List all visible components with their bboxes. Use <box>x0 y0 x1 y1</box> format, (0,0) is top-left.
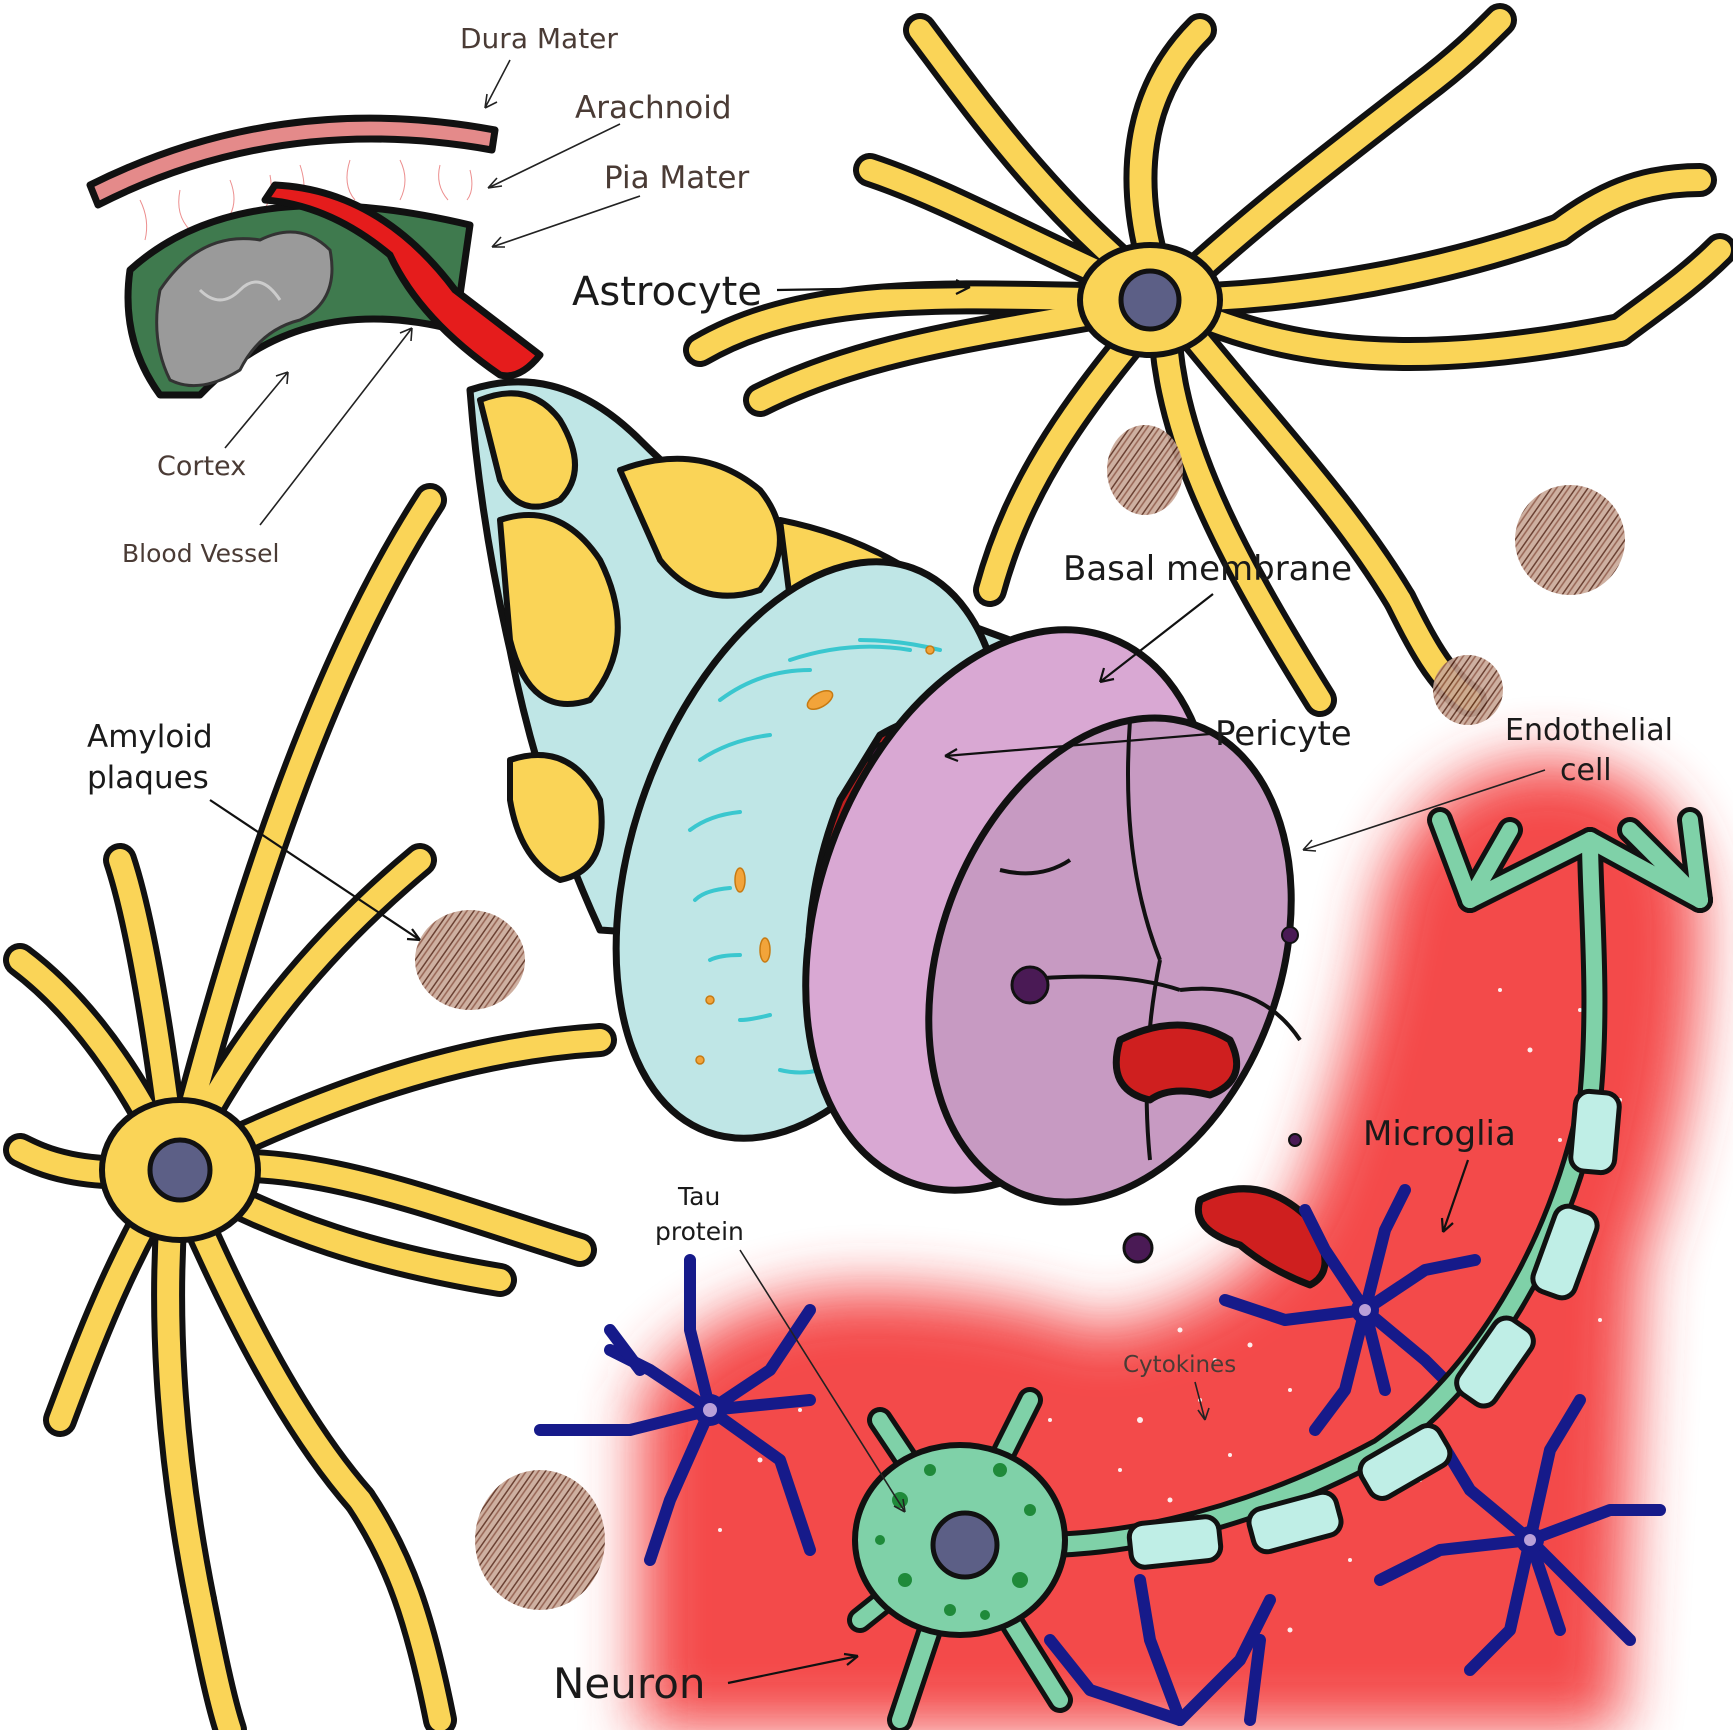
microglia-cell <box>1374 1394 1666 1676</box>
label-cortex: Cortex <box>157 451 246 482</box>
microglia-cells <box>534 1184 1666 1726</box>
label-arachnoid: Arachnoid <box>575 90 732 126</box>
tau-tangles <box>875 1463 1036 1620</box>
amyloid-plaques <box>415 425 1625 1610</box>
microglia-cell <box>534 1254 816 1566</box>
capillary-cross-section <box>612 558 1329 1289</box>
red-blood-cell <box>1195 1185 1329 1289</box>
astrocyte-top-right <box>683 3 1733 717</box>
label-microglia: Microglia <box>1363 1114 1516 1154</box>
label-amyloid-1: Amyloid <box>87 719 213 755</box>
myelin-sheaths <box>1126 1088 1622 1570</box>
label-endothelial-2: cell <box>1560 753 1612 788</box>
label-endothelial-1: Endothelial <box>1505 713 1673 748</box>
labels: Dura Mater Arachnoid Pia Mater Astrocyte… <box>87 22 1673 1708</box>
label-pia-mater: Pia Mater <box>604 160 749 196</box>
label-cytokines: Cytokines <box>1123 1352 1236 1378</box>
neuron <box>847 807 1713 1730</box>
astrocyte-nucleus <box>1118 268 1182 332</box>
astrocyte-bottom-left <box>3 483 617 1730</box>
microglia-cell <box>1044 1574 1276 1726</box>
label-tau-1: Tau <box>677 1182 720 1211</box>
astrocyte-nucleus <box>147 1137 213 1203</box>
red-blood-cell <box>1112 1021 1241 1104</box>
label-basal-membrane: Basal membrane <box>1063 549 1352 589</box>
label-amyloid-2: plaques <box>87 760 209 796</box>
meninges-inset <box>86 114 544 399</box>
label-pericyte: Pericyte <box>1215 714 1352 754</box>
label-neuron: Neuron <box>553 1659 706 1708</box>
label-blood-vessel: Blood Vessel <box>122 539 279 568</box>
label-dura-mater: Dura Mater <box>460 22 618 55</box>
vessel-segment <box>261 181 544 380</box>
label-tau-2: protein <box>655 1217 744 1246</box>
basal-membrane-fibers <box>688 638 942 1075</box>
neuron-nucleus <box>930 1510 1000 1580</box>
label-astrocyte: Astrocyte <box>572 269 762 315</box>
